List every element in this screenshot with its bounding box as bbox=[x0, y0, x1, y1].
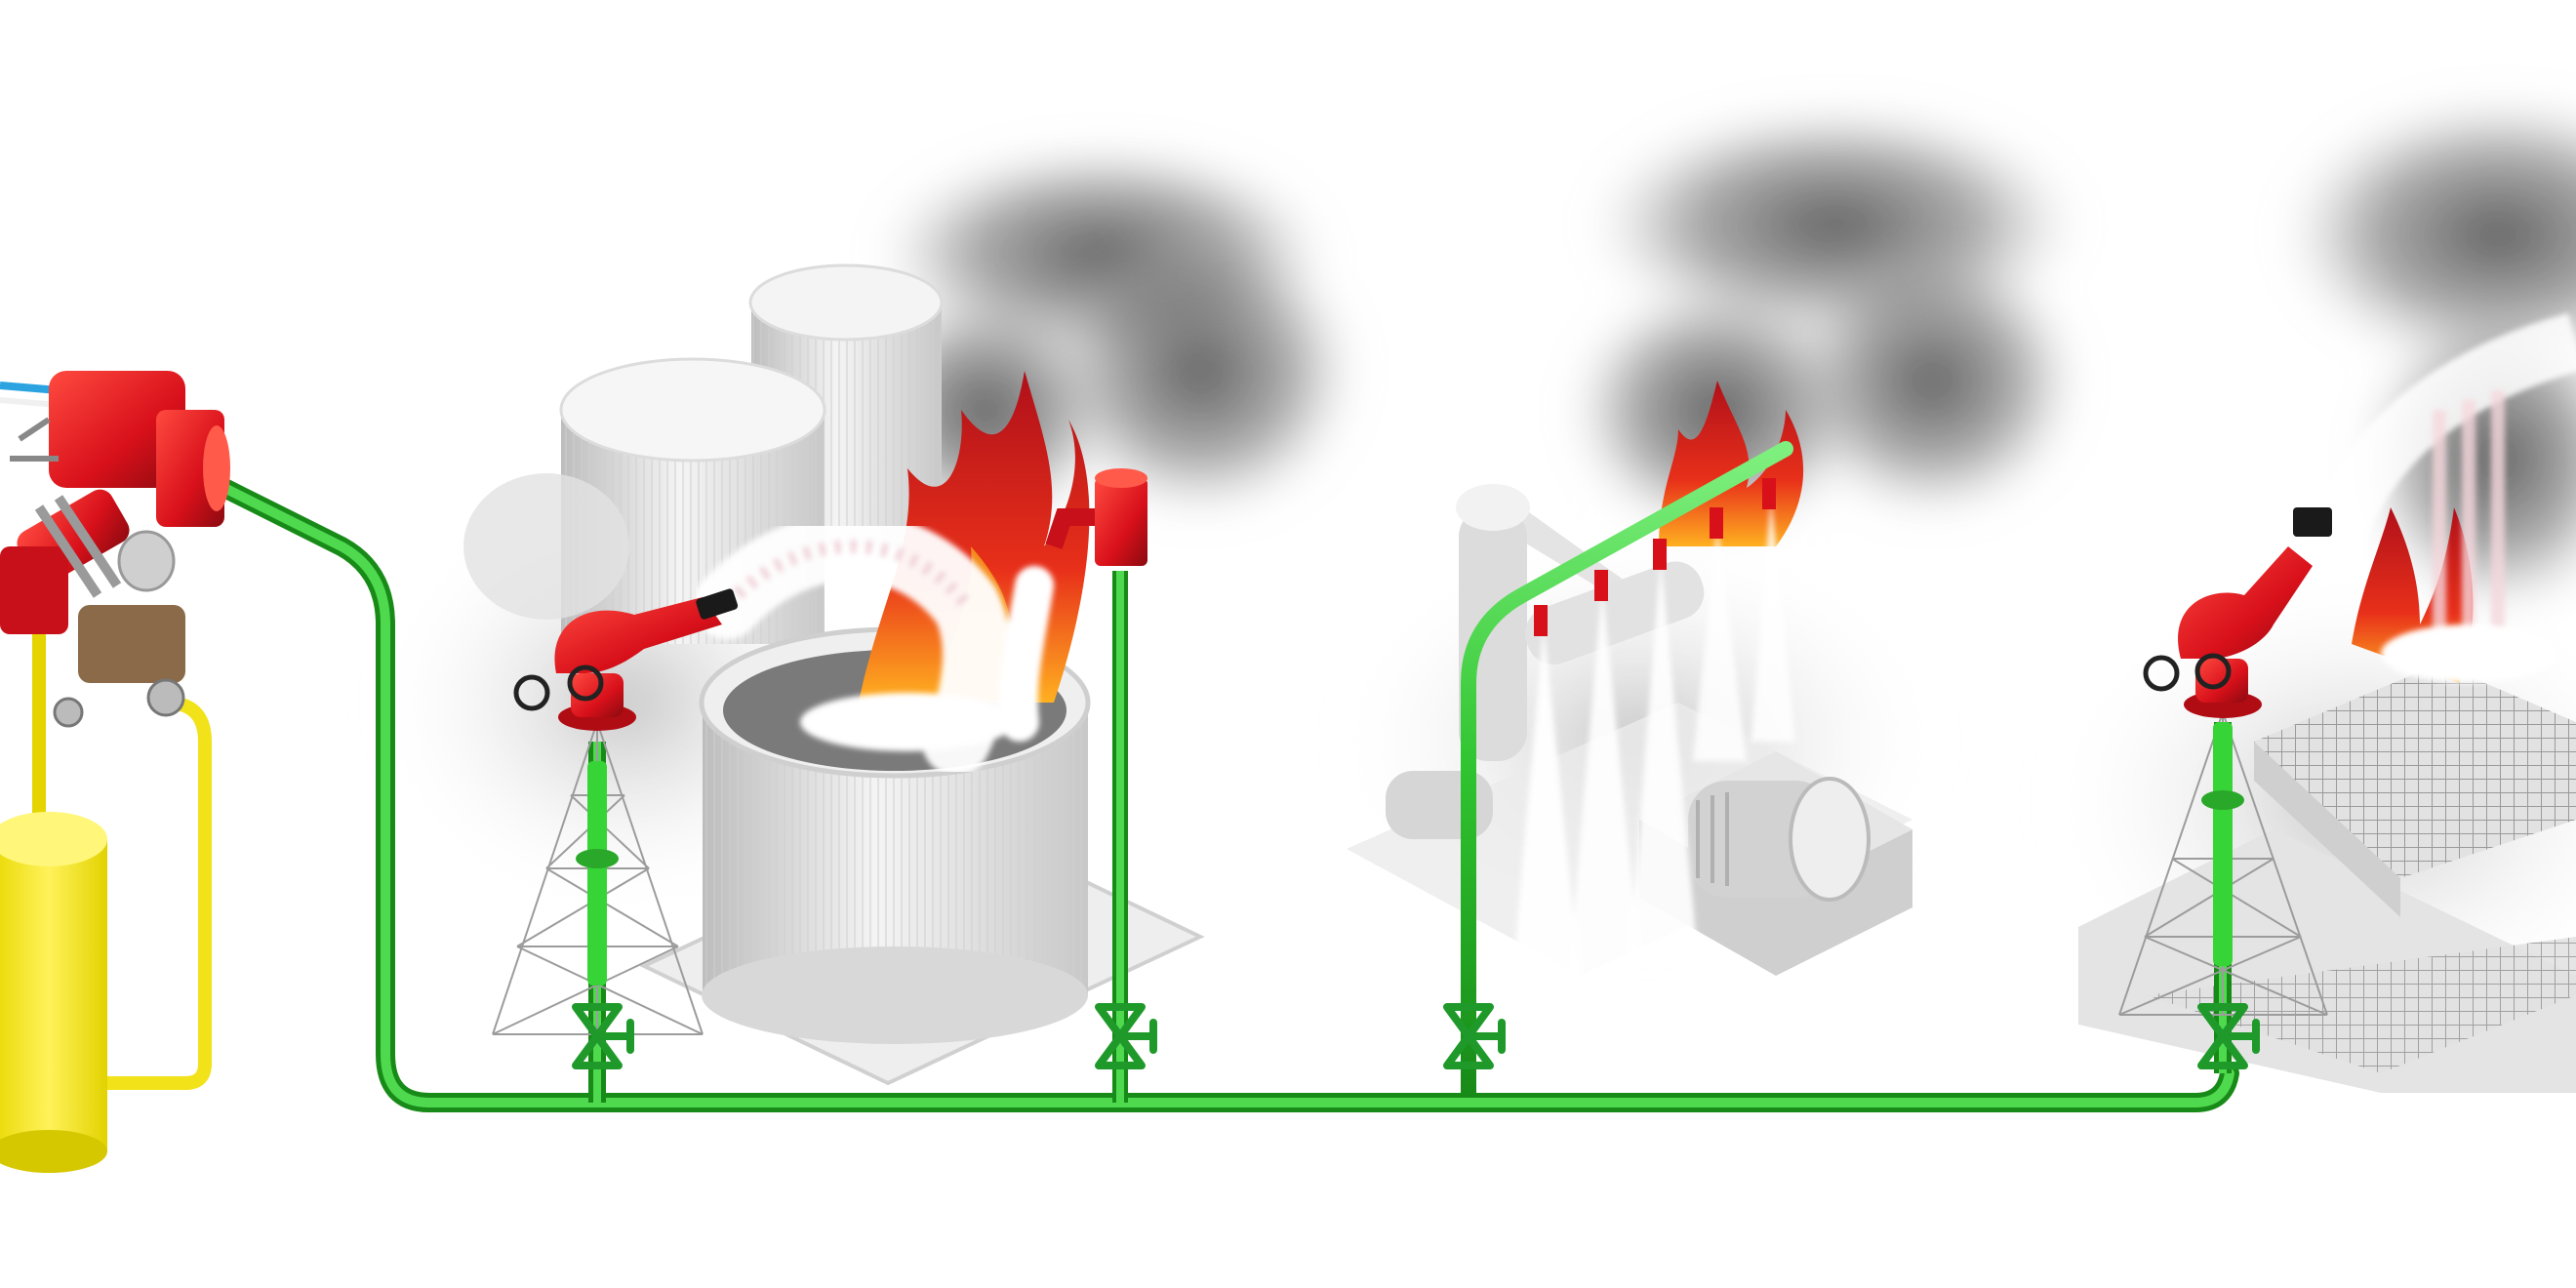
sprinkler-head-icon bbox=[1653, 539, 1667, 570]
smoke-icon bbox=[1786, 244, 2078, 517]
sprinkler-header-pipe bbox=[1461, 441, 1793, 1101]
smoke-icon bbox=[2283, 98, 2576, 371]
foam-monitor-icon bbox=[513, 588, 739, 731]
deluge-valve-proportioner bbox=[0, 371, 230, 728]
foam-stream bbox=[2304, 313, 2576, 683]
process-basin-scene bbox=[2078, 313, 2576, 1093]
sprinkler-head-icon bbox=[1594, 570, 1608, 601]
foam-chamber-pourer bbox=[1045, 468, 1147, 566]
valve-icon bbox=[2197, 1003, 2260, 1069]
foam-concentrate-tank bbox=[0, 812, 107, 1173]
pump-motor bbox=[1639, 751, 1912, 976]
sprinkler-head-icon bbox=[1762, 478, 1776, 509]
foam-spray bbox=[1508, 498, 1795, 1034]
sprinkler-head-icon bbox=[1710, 507, 1723, 539]
foam-monitor-icon bbox=[2143, 507, 2332, 718]
pump-area-scene bbox=[1347, 381, 1912, 1101]
valve-icon bbox=[572, 1003, 634, 1069]
valve-icon bbox=[1095, 1003, 1157, 1069]
tank-farm-scene bbox=[463, 263, 1205, 1086]
foam-stream bbox=[693, 512, 1054, 776]
smoke-icon bbox=[1044, 224, 1356, 517]
foam-concentrate-return-pipe bbox=[98, 696, 212, 1090]
valve-icon bbox=[1443, 1003, 1506, 1069]
sprinkler-head-icon bbox=[1534, 605, 1548, 636]
